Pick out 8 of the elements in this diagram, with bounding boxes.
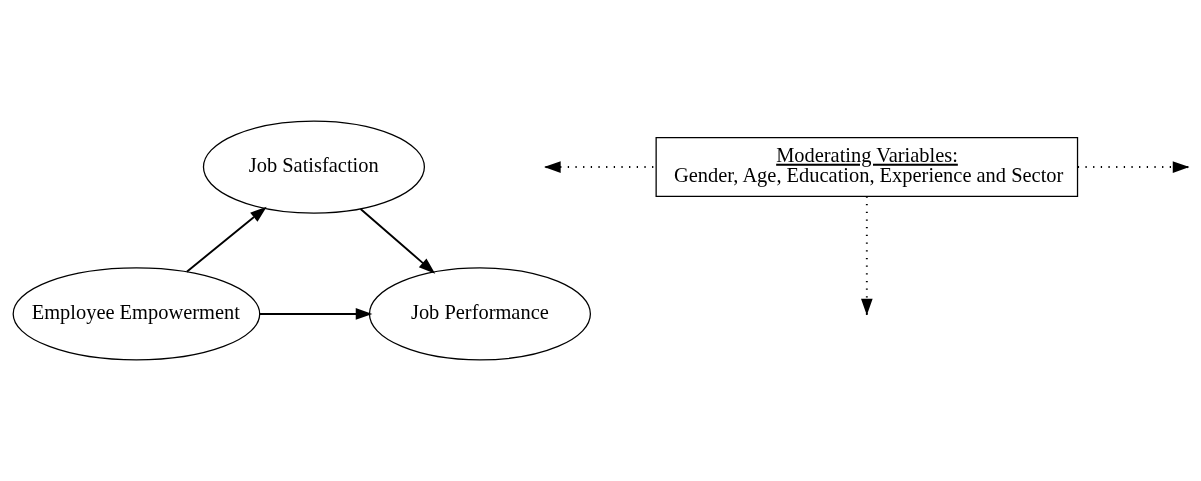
arrow (861, 195, 873, 316)
arrow (185, 206, 267, 273)
node-ellipse: Job Satisfaction (202, 120, 425, 214)
arrow (258, 308, 373, 320)
arrow (359, 207, 436, 274)
node-ellipse: Job Performance (368, 267, 591, 361)
node-ellipse: Employee Empowerment (12, 267, 261, 361)
node-box: Moderating Variables: Gender, Age, Education, Experience and Sector (655, 137, 1079, 198)
